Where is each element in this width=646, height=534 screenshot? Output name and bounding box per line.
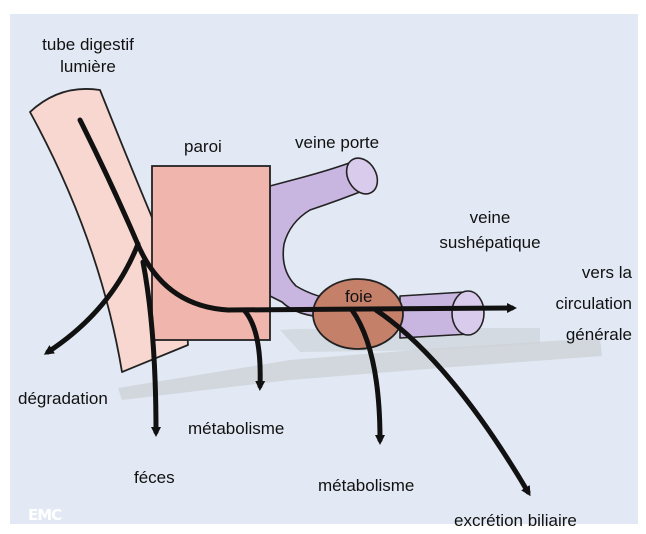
- circulation-label-line3: générale: [520, 324, 632, 346]
- veine-sushepatique-label-line1: veine: [420, 207, 560, 229]
- tube-digestif-label-line1: tube digestif: [8, 34, 168, 56]
- veine-sushepatique-label-line2: sushépatique: [420, 232, 560, 254]
- degradation-label: dégradation: [18, 388, 108, 410]
- foie-label: foie: [345, 286, 372, 308]
- veine-sushepatique-opening: [452, 291, 484, 335]
- emc-watermark: EMC: [28, 506, 61, 524]
- tube-digestif-label-line2: lumière: [8, 56, 168, 78]
- paroi-block: [152, 166, 270, 340]
- excretion-biliaire-label: excrétion biliaire: [454, 510, 577, 532]
- circulation-label-line2: circulation: [520, 293, 632, 315]
- metabolisme-foie-label: métabolisme: [318, 475, 414, 497]
- paroi-label: paroi: [184, 136, 222, 158]
- feces-label: féces: [134, 467, 175, 489]
- metabolisme-paroi-label: métabolisme: [188, 418, 284, 440]
- veine-porte-label: veine porte: [295, 132, 379, 154]
- circulation-label-line1: vers la: [520, 262, 632, 284]
